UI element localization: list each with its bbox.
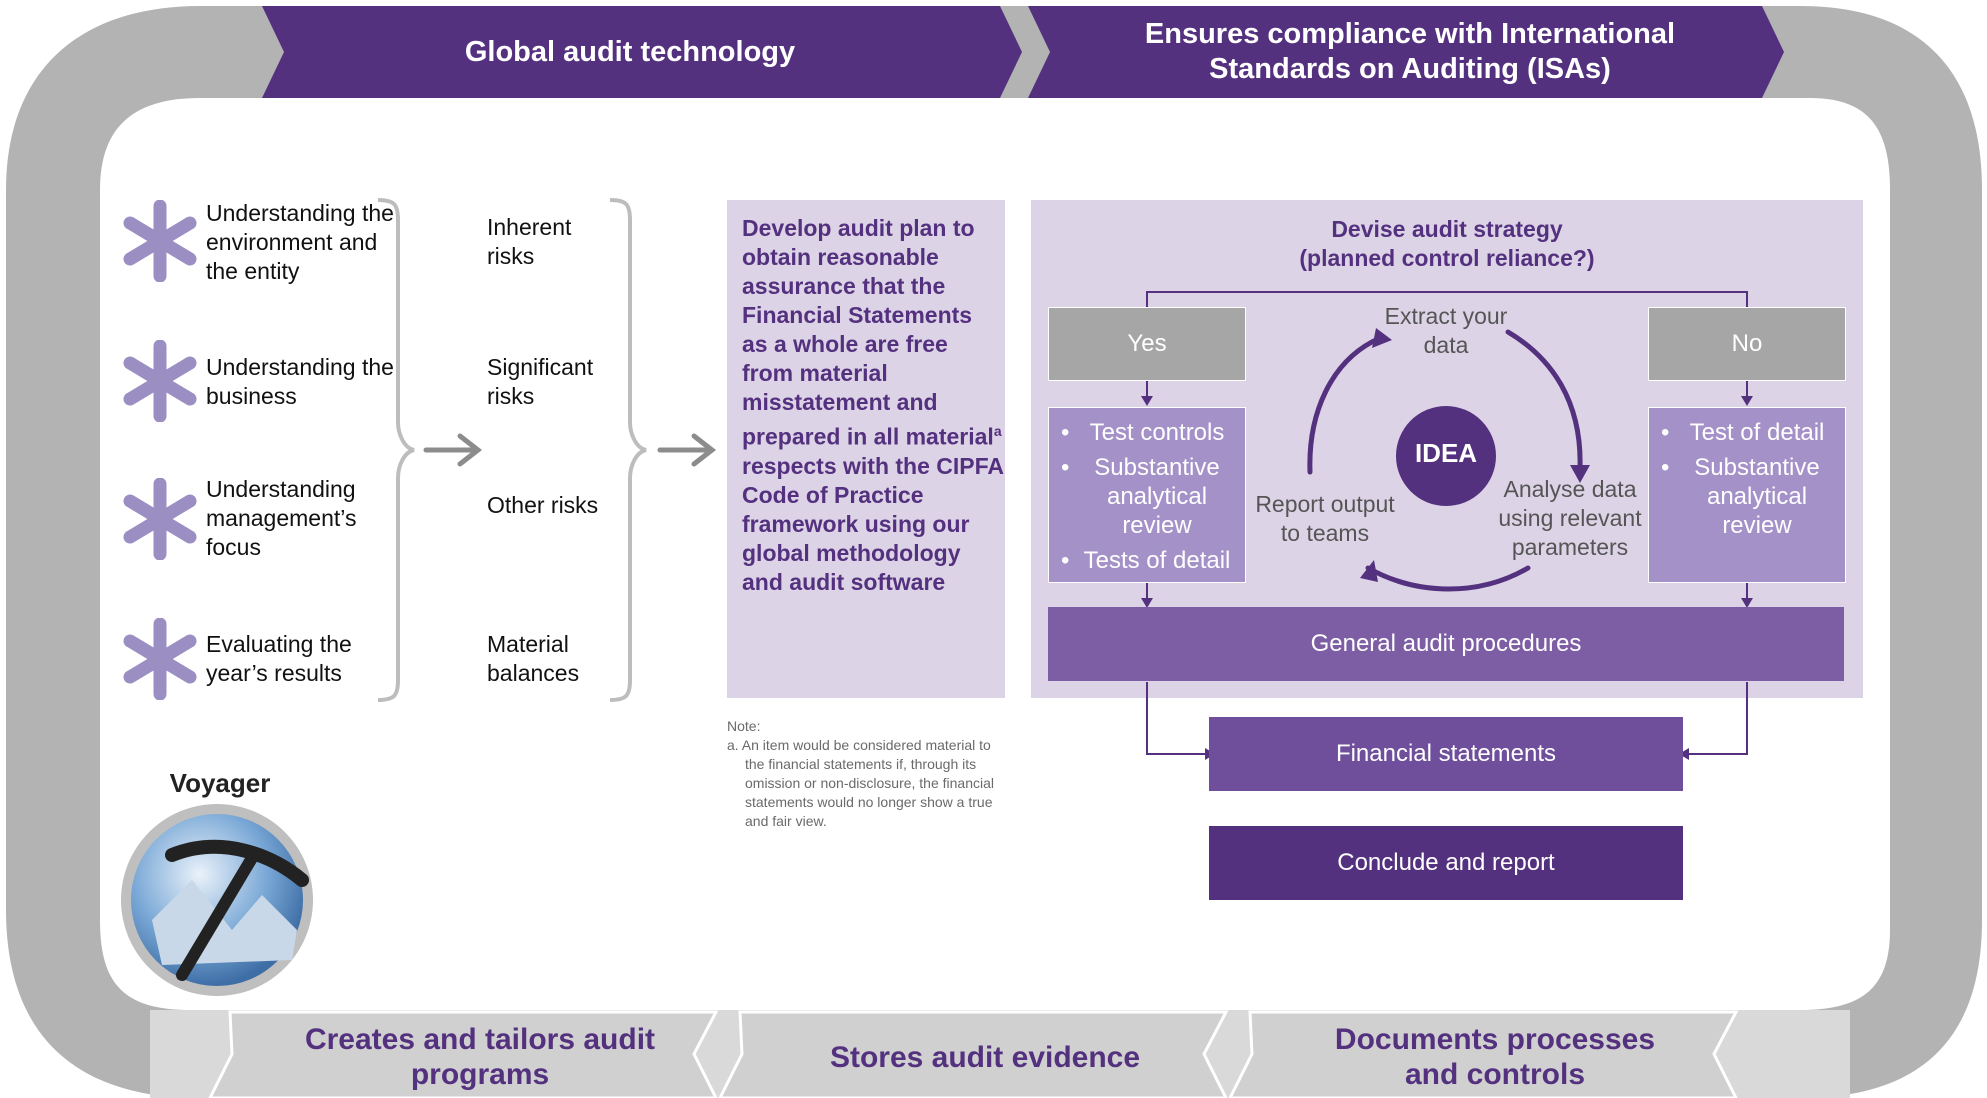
understanding-management: Understanding management’s focus	[206, 476, 357, 560]
yes-item: Substantive analytical review	[1061, 453, 1235, 540]
bottom-banners	[208, 1010, 1739, 1098]
yes-item: Test controls	[1061, 418, 1235, 447]
yes-procedures: Test controls Substantive analytical rev…	[1048, 407, 1246, 583]
risk-other: Other risks	[487, 492, 599, 518]
audit-plan-text: Develop audit plan to obtain reasonable …	[742, 215, 1004, 595]
asterisk-icon	[123, 200, 197, 282]
no-item: Substantive analytical review	[1661, 453, 1835, 540]
asterisk-icon	[123, 340, 197, 422]
no-item: Test of detail	[1661, 418, 1835, 447]
braces-and-arrows	[377, 198, 717, 702]
top-banners	[262, 6, 1784, 98]
cycle-report: Report output to teams	[1255, 491, 1395, 546]
strategy-connectors	[1141, 291, 1753, 760]
voyager-logo-icon	[121, 804, 313, 996]
banner-isa-compliance: Ensures compliance with International St…	[1144, 18, 1676, 85]
risk-material-balances: Material balances	[487, 631, 580, 686]
strategy-title: Devise audit strategy (planned control r…	[1299, 216, 1595, 271]
footnote: Note: a. An item would be considered mat…	[727, 717, 1002, 831]
evaluating-results: Evaluating the year’s results	[206, 631, 352, 686]
banner-processes-controls: Documents processes and controls	[1334, 1023, 1656, 1091]
yes-item: Tests of detail	[1061, 546, 1235, 575]
financial-statements: Financial statements	[1209, 717, 1683, 791]
general-audit-procedures: General audit procedures	[1048, 607, 1844, 681]
asterisk-icon	[123, 618, 197, 700]
cycle-extract: Extract your data	[1384, 303, 1508, 358]
banner-audit-evidence: Stores audit evidence	[829, 1040, 1141, 1074]
audit-plan-box	[727, 200, 1005, 698]
asterisk-icon	[123, 478, 197, 560]
yes-box: Yes	[1048, 307, 1246, 381]
footnote-heading: Note:	[727, 718, 761, 734]
no-box: No	[1648, 307, 1846, 381]
banner-audit-programs: Creates and tailors audit programs	[304, 1023, 656, 1091]
no-procedures: Test of detail Substantive analytical re…	[1648, 407, 1846, 583]
risk-inherent: Inherent risks	[487, 214, 572, 269]
voyager-logo-label: Voyager	[169, 768, 271, 798]
footnote-item: a. An item would be considered material …	[727, 737, 995, 829]
understanding-environment: Understanding the environment and the en…	[206, 200, 394, 284]
cycle-analyse: Analyse data using relevant parameters	[1498, 476, 1642, 560]
idea-cycle	[1307, 328, 1590, 592]
understanding-business: Understanding the business	[206, 354, 394, 409]
conclude-and-report: Conclude and report	[1209, 826, 1683, 900]
risk-significant: Significant risks	[487, 354, 594, 409]
banner-global-audit-technology: Global audit technology	[464, 35, 796, 68]
idea-label: IDEA	[1414, 438, 1478, 468]
